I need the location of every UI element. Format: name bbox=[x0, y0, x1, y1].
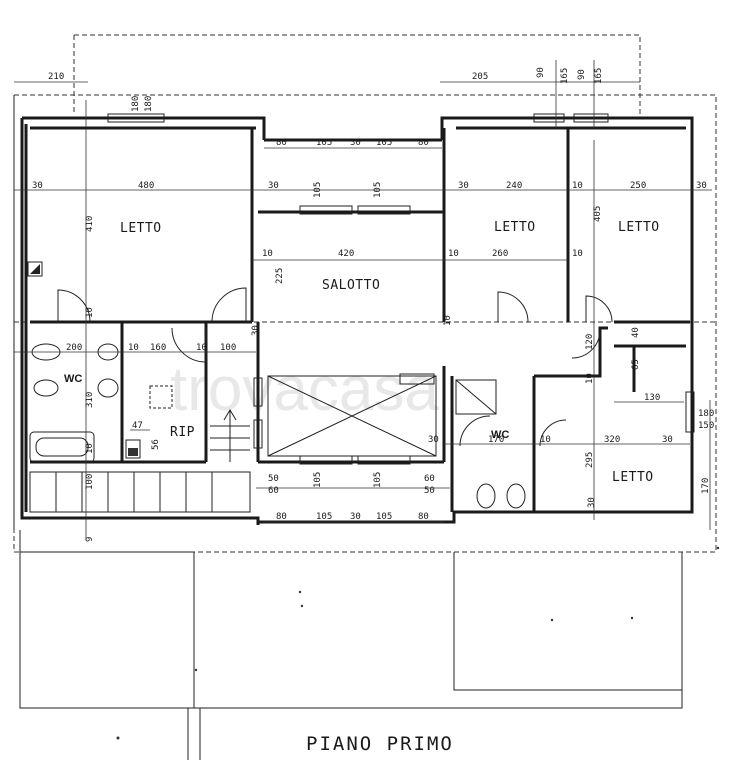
dim-label: 10 bbox=[128, 343, 139, 353]
dim-label: 250 bbox=[630, 181, 646, 191]
dim-label: 120 bbox=[585, 334, 595, 350]
dim-label: 90 bbox=[536, 67, 546, 78]
outer-dashed-outline bbox=[13, 34, 717, 553]
dim-label: 205 bbox=[472, 72, 488, 82]
dim-label: 165 bbox=[560, 68, 570, 84]
dim-label: 10 bbox=[540, 435, 551, 445]
garden-area bbox=[19, 530, 683, 760]
dim-label: 150 bbox=[698, 421, 714, 431]
dim-label: 10 bbox=[443, 315, 453, 326]
dim-label: 260 bbox=[492, 249, 508, 259]
dim-label: 160 bbox=[150, 343, 166, 353]
room-label-rip: RIP bbox=[170, 425, 195, 440]
dim-label: 10 bbox=[85, 443, 95, 454]
dim-label: 105 bbox=[376, 512, 392, 522]
dim-label: 10 bbox=[448, 249, 459, 259]
dim-label: 105 bbox=[313, 472, 323, 488]
dim-label: 310 bbox=[85, 392, 95, 408]
room-label-letto-4: LETTO bbox=[612, 470, 654, 485]
dim-label: 30 bbox=[268, 181, 279, 191]
dim-label: 50 bbox=[268, 474, 279, 484]
dim-label: 9 bbox=[85, 537, 95, 542]
dim-label: 105 bbox=[373, 472, 383, 488]
dim-label: 180 bbox=[144, 96, 154, 112]
dim-label: 40 bbox=[631, 327, 641, 338]
dimension-lines bbox=[14, 60, 712, 540]
dim-label: 210 bbox=[48, 72, 64, 82]
dim-label: 130 bbox=[644, 393, 660, 403]
dim-label: 105 bbox=[316, 512, 332, 522]
dim-label: 10 bbox=[85, 307, 95, 318]
dim-label: 10 bbox=[585, 373, 595, 384]
dim-label: 80 bbox=[276, 138, 287, 148]
dim-label: 10 bbox=[572, 181, 583, 191]
stairwell bbox=[29, 373, 437, 513]
dim-label: 30 bbox=[662, 435, 673, 445]
dim-label: 105 bbox=[313, 182, 323, 198]
dim-label: 180 bbox=[131, 96, 141, 112]
dim-label: 65 bbox=[631, 359, 641, 370]
dim-label: 30 bbox=[458, 181, 469, 191]
watermark: trovacasa bbox=[170, 355, 439, 424]
dim-label: 410 bbox=[85, 216, 95, 232]
dim-label: 105 bbox=[373, 182, 383, 198]
drawing-marks bbox=[116, 546, 720, 740]
dim-label: 420 bbox=[338, 249, 354, 259]
room-label-letto-1: LETTO bbox=[120, 221, 162, 236]
dim-label: 80 bbox=[276, 512, 287, 522]
dim-label: 105 bbox=[376, 138, 392, 148]
dim-label: 60 bbox=[424, 474, 435, 484]
dim-label: 10 bbox=[572, 249, 583, 259]
dim-label: 30 bbox=[587, 497, 597, 508]
dim-label: 105 bbox=[316, 138, 332, 148]
dim-label: 90 bbox=[577, 69, 587, 80]
dim-label: 200 bbox=[66, 343, 82, 353]
dim-label: 30 bbox=[696, 181, 707, 191]
dim-label: 180 bbox=[698, 409, 714, 419]
dim-label: 30 bbox=[251, 325, 261, 336]
dim-label: 320 bbox=[604, 435, 620, 445]
dim-label: 170 bbox=[488, 435, 504, 445]
doors bbox=[57, 287, 613, 447]
room-label-salotto: SALOTTO bbox=[322, 278, 380, 293]
plan-title: PIANO PRIMO bbox=[306, 733, 454, 755]
dim-label: 100 bbox=[220, 343, 236, 353]
dim-label: 100 bbox=[85, 474, 95, 490]
dim-label: 80 bbox=[418, 138, 429, 148]
room-label-letto-2: LETTO bbox=[494, 220, 536, 235]
dim-label: 60 bbox=[268, 486, 279, 496]
dim-label: 225 bbox=[275, 268, 285, 284]
dim-label: 165 bbox=[594, 68, 604, 84]
dim-label: 30 bbox=[428, 435, 439, 445]
dim-label: 405 bbox=[593, 206, 603, 222]
dim-label: 80 bbox=[418, 512, 429, 522]
room-label-wc-1: WC bbox=[64, 373, 82, 385]
dim-label: 30 bbox=[350, 138, 361, 148]
room-label-letto-3: LETTO bbox=[618, 220, 660, 235]
dim-label: 50 bbox=[424, 486, 435, 496]
dim-label: 10 bbox=[196, 343, 207, 353]
dimension-labels: 210 205 90 165 90 165 180 180 80 105 30 … bbox=[32, 67, 714, 542]
room-label-wc-2: WC bbox=[491, 429, 509, 441]
dim-label: 295 bbox=[585, 452, 595, 468]
dim-label: 480 bbox=[138, 181, 154, 191]
dim-label: 47 bbox=[132, 421, 143, 431]
dim-label: 240 bbox=[506, 181, 522, 191]
dim-label: 170 bbox=[701, 478, 711, 494]
dim-label: 30 bbox=[350, 512, 361, 522]
dim-label: 30 bbox=[32, 181, 43, 191]
dim-label: 10 bbox=[262, 249, 273, 259]
dim-label: 56 bbox=[151, 439, 161, 450]
